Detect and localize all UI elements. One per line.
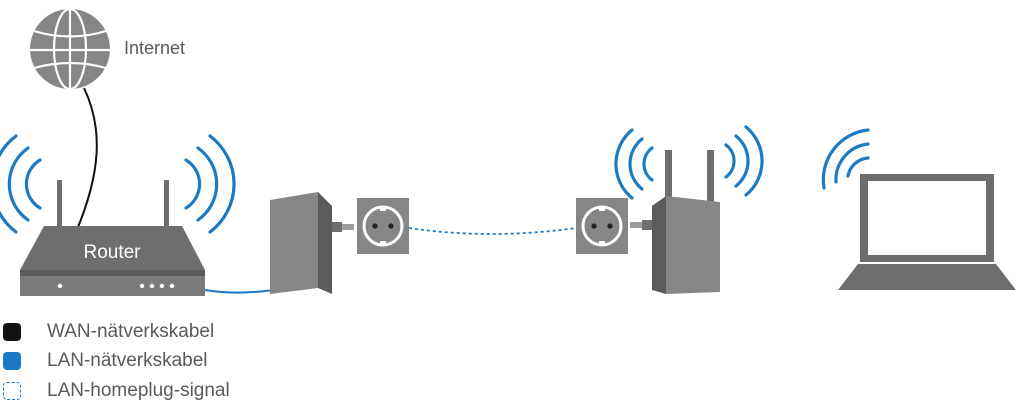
legend-item-homeplug: LAN-homeplug-signal (3, 379, 230, 403)
wifi-waves-router-right-icon (184, 134, 236, 234)
wifi-waves-adapter-right-icon (724, 125, 764, 197)
wall-socket-right (576, 198, 628, 254)
router-antenna-left (57, 180, 62, 228)
laptop-icon (838, 174, 1016, 290)
globe-icon (30, 7, 110, 91)
legend-swatch-wan (3, 323, 21, 341)
homeplug-signal (408, 227, 577, 235)
legend-label-homeplug: LAN-homeplug-signal (47, 380, 230, 401)
legend-label-lan: LAN-nätverkskabel (47, 350, 208, 371)
legend-item-wan: WAN-nätverkskabel (3, 320, 214, 344)
homeplug-adapter-left (270, 192, 354, 294)
legend-item-lan: LAN-nätverkskabel (3, 349, 208, 373)
adapter-antenna-right (707, 150, 714, 205)
internet-label: Internet (124, 38, 185, 58)
legend-swatch-lan (3, 352, 21, 370)
legend-swatch-homeplug (3, 382, 21, 400)
wifi-waves-laptop-icon (821, 128, 870, 190)
router-label: Router (83, 242, 141, 263)
wall-socket-left (357, 198, 409, 254)
wifi-waves-router-left-icon (0, 134, 42, 234)
legend-label-wan: WAN-nätverkskabel (47, 321, 215, 342)
adapter-antenna-left (665, 150, 672, 212)
wifi-waves-adapter-left-icon (614, 128, 654, 200)
router-antenna-right (164, 180, 169, 228)
wifi-homeplug-adapter (630, 150, 720, 294)
wan-cable (75, 87, 98, 233)
router-device (20, 180, 205, 296)
router-led (57, 283, 63, 289)
